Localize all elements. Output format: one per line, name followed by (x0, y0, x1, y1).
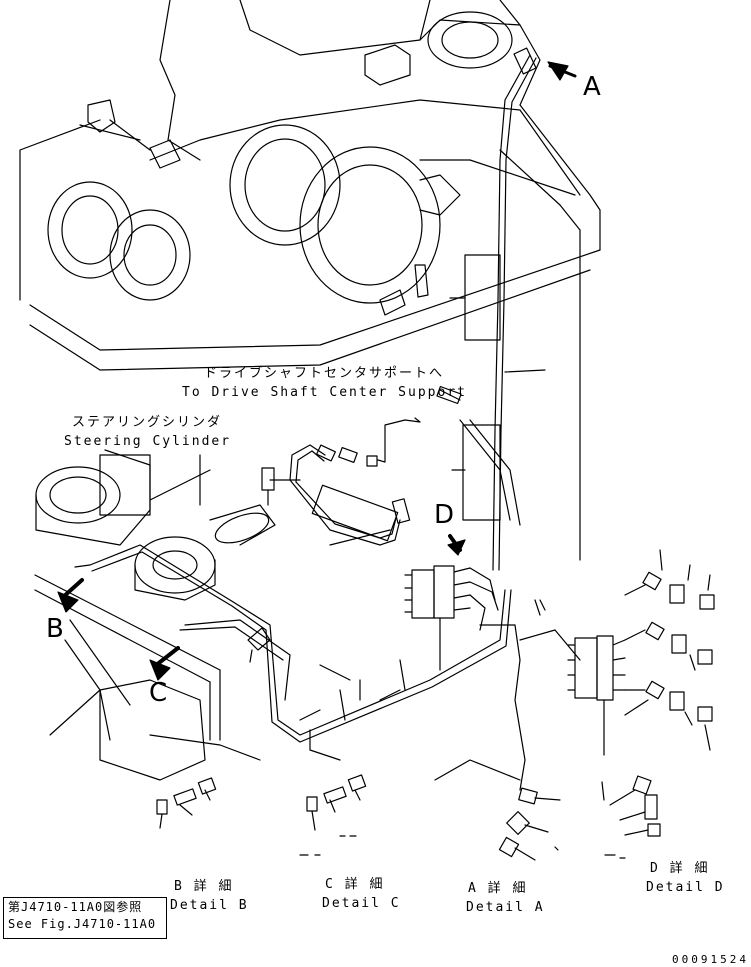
reference-box: 第J4710-11A0図参照 See Fig.J4710-11A0 (3, 897, 167, 939)
drawing-number: 00091524 (672, 953, 749, 966)
callout-steering-cylinder-en: Steering Cylinder (64, 434, 232, 449)
lower-chassis (34, 544, 581, 791)
reference-jp: 第J4710-11A0図参照 (8, 900, 143, 914)
view-letter-b: B (46, 614, 64, 644)
detail-d-title-en: Detail D (646, 880, 725, 895)
detail-a-title-en: Detail A (466, 900, 545, 915)
detail-b-drawing (156, 777, 217, 829)
detail-c-title-jp: C 詳 細 (325, 877, 385, 892)
view-arrow-a (547, 61, 577, 81)
detail-d-title-jp: D 詳 細 (650, 861, 710, 876)
detail-a-drawing (498, 787, 561, 861)
detail-c-drawing (299, 774, 367, 856)
view-letter-a: A (583, 72, 601, 102)
callout-drive-shaft-en: To Drive Shaft Center Support (182, 385, 467, 400)
view-arrows-bcd (57, 534, 466, 681)
detail-d-drawing (567, 549, 715, 859)
steering-cylinder (35, 449, 276, 601)
detail-c-title-en: Detail C (322, 896, 401, 911)
drive-shaft-hose (261, 385, 521, 546)
callout-drive-shaft-jp: ドライブシャフトセンタサポートへ (204, 366, 445, 381)
view-letter-c: C (149, 678, 168, 708)
reference-en: See Fig.J4710-11A0 (8, 917, 157, 931)
detail-a-title-jp: A 詳 細 (468, 881, 528, 896)
view-letter-d: D (434, 500, 455, 530)
distribution-block-center (404, 565, 499, 641)
detail-b-title-en: Detail B (170, 898, 249, 913)
detail-b-title-jp: B 詳 細 (174, 879, 234, 894)
callout-steering-cylinder-jp: ステアリングシリンダ (72, 415, 223, 430)
frame-body (19, 0, 601, 371)
vertical-piping (419, 47, 581, 571)
